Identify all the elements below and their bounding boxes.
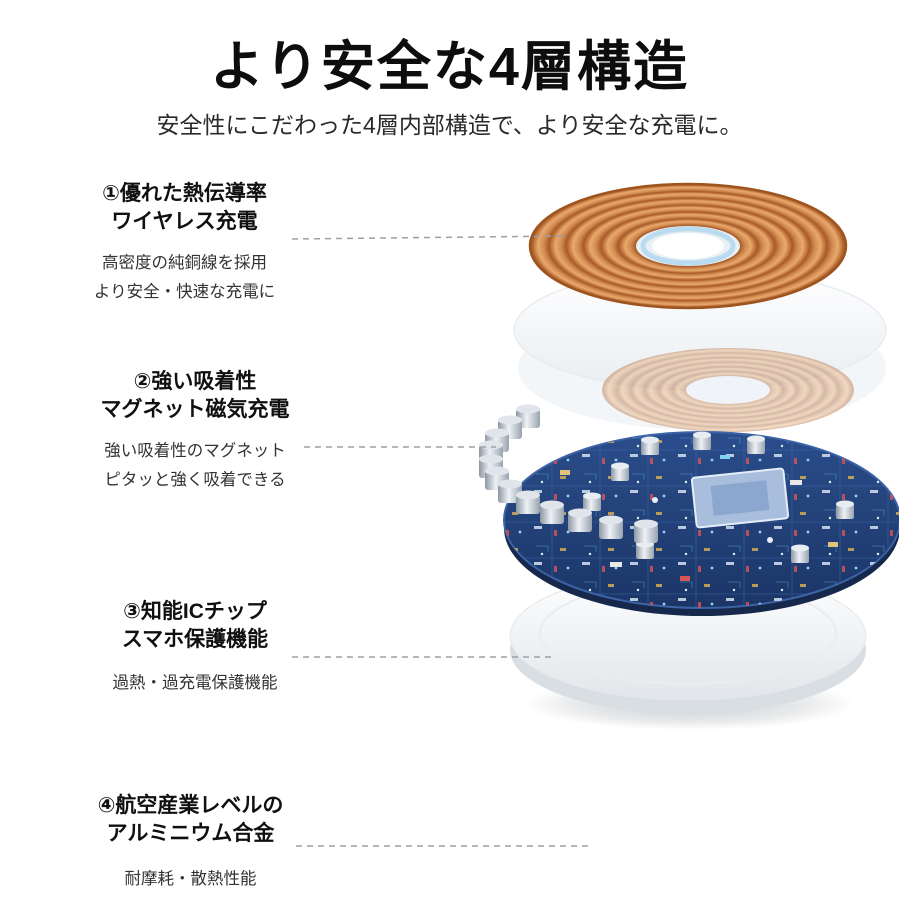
annotation-1-desc-line1: 高密度の純銅線を採用 — [102, 253, 267, 272]
layer-ic-board — [503, 431, 899, 616]
annotation-1-heading-line2: ワイヤレス充電 — [111, 210, 258, 234]
page-subtitle: 安全性にこだわった4層内部構造で、より安全な充電に。 — [156, 112, 743, 138]
annotation-2-desc-line1: 強い吸着性のマグネット — [104, 441, 286, 460]
annotation-4-heading-line2: アルミニウム合金 — [106, 822, 275, 846]
annotation-magnet-adhesion: ②強い吸着性 マグネット磁気充電 強い吸着性のマグネット ピタッと強く吸着できる — [80, 368, 310, 496]
annotation-2-desc-line2: ピタッと強く吸着できる — [104, 471, 286, 490]
annotation-heat-conduction: ①優れた熱伝導率 ワイヤレス充電 高密度の純銅線を採用 より安全・快速な充電に — [72, 180, 297, 308]
annotation-1-heading-line1: ①優れた熱伝導率 — [102, 182, 267, 205]
annotation-2-heading-line2: マグネット磁気充電 — [100, 398, 290, 422]
annotation-1-desc-line2: より安全・快速な充電に — [93, 283, 276, 302]
ic-chip — [690, 467, 790, 529]
annotation-4-desc-line1: 耐摩耗・散熱性能 — [124, 869, 257, 888]
annotation-ic-protection: ③知能ICチップ スマホ保護機能 過熱・過充電保護機能 — [90, 598, 300, 698]
annotation-aluminum-alloy: ④航空産業レベルの アルミニウム合金 耐摩耗・散熱性能 — [78, 792, 303, 894]
layer-copper-coil — [528, 182, 848, 310]
page-title: より安全な4層構造 — [210, 37, 689, 97]
annotation-3-heading-line2: スマホ保護機能 — [121, 628, 269, 652]
annotation-4-heading-line1: ④航空産業レベルの — [97, 794, 284, 817]
leader-line-1 — [291, 235, 567, 240]
annotation-2-heading-line1: ②強い吸着性 — [133, 370, 257, 393]
annotation-3-desc-line1: 過熱・過充電保護機能 — [112, 673, 278, 692]
annotation-3-heading-line1: ③知能ICチップ — [123, 600, 267, 623]
